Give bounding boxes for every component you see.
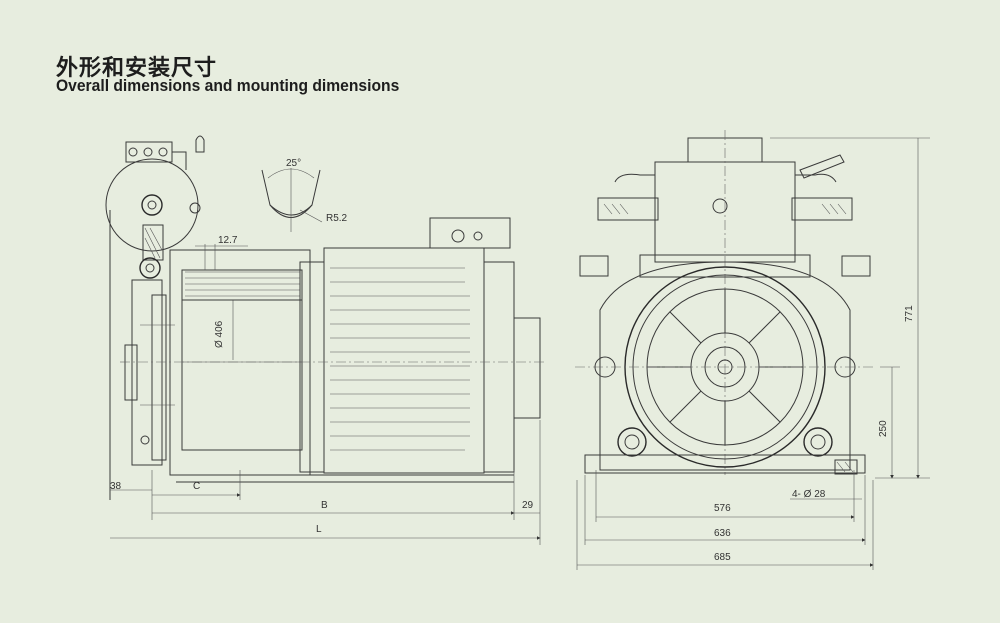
dim-771-label: 771 xyxy=(904,305,915,322)
side-view: 25° R5.2 12.7 Ø 406 xyxy=(105,135,545,545)
page-title-english: Overall dimensions and mounting dimensio… xyxy=(56,76,400,95)
sheave-diameter-label: Ø 406 xyxy=(214,320,225,348)
front-view-dimensions: 576 636 685 771 250 4- Ø 28 xyxy=(576,137,930,570)
dim-685-label: 685 xyxy=(714,552,731,563)
dim-636-label: 636 xyxy=(714,528,731,539)
brake-lever-assembly xyxy=(105,135,205,500)
dim-38-label: 38 xyxy=(110,481,122,492)
groove-pitch-label: 12.7 xyxy=(218,235,238,246)
motor-housing xyxy=(575,261,875,475)
groove-angle-label: 25° xyxy=(286,158,301,169)
motor-body xyxy=(120,217,545,483)
dim-b-label: B xyxy=(321,500,328,511)
front-view: 576 636 685 771 250 4- Ø 28 xyxy=(575,130,930,570)
dim-576-label: 576 xyxy=(714,503,731,514)
page-title-chinese: 外形和安装尺寸 xyxy=(56,56,218,81)
dim-29-label: 29 xyxy=(522,500,534,511)
holes-label: 4- Ø 28 xyxy=(792,489,826,500)
dim-l-label: L xyxy=(316,524,322,535)
dim-c-label: C xyxy=(193,481,200,492)
groove-radius-label: R5.2 xyxy=(326,213,348,224)
brake-housing xyxy=(579,130,871,475)
traction-sheave: 12.7 Ø 406 xyxy=(169,235,311,476)
side-view-dimensions: 38 C B 29 L xyxy=(110,420,541,545)
dim-250-label: 250 xyxy=(878,420,889,437)
groove-detail: 25° R5.2 xyxy=(261,158,348,232)
